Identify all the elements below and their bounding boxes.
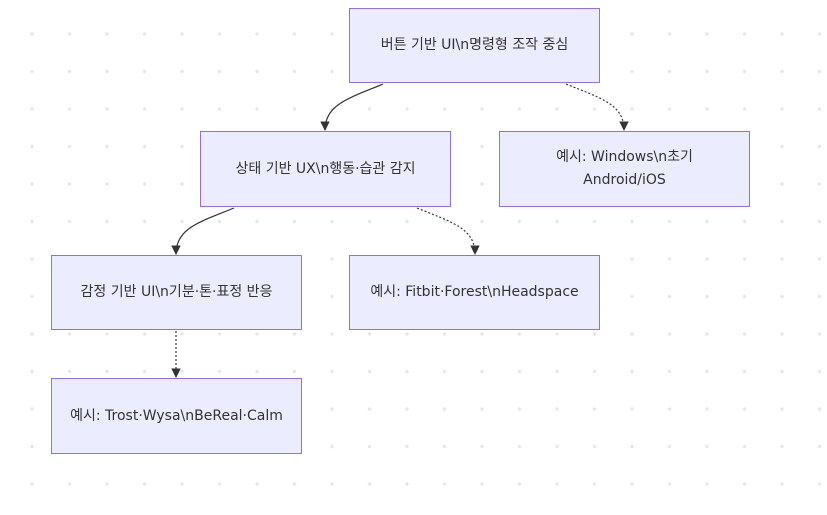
node-label: 예시: Fitbit·Forest\nHeadspace [370, 284, 579, 300]
node-emotion-based-ui[interactable]: 감정 기반 UI\n기분·톤·표정 반응 [51, 255, 302, 330]
node-example-fitbit-forest-headspace[interactable]: 예시: Fitbit·Forest\nHeadspace [349, 255, 600, 330]
node-label: 버튼 기반 UI\n명령형 조작 중심 [380, 37, 569, 53]
node-example-windows-android-ios[interactable]: 예시: Windows\n초기 Android/iOS [499, 131, 750, 207]
edge-n2-n5 [416, 207, 480, 255]
node-label: 감정 기반 UI\n기분·톤·표정 반응 [80, 284, 273, 300]
node-example-trost-wysa-bereal-calm[interactable]: 예시: Trost·Wysa\nBeReal·Calm [51, 378, 302, 454]
node-label: 상태 기반 UX\n행동·습관 감지 [235, 160, 416, 177]
edge-n1-n2 [320, 83, 384, 131]
node-state-based-ux[interactable]: 상태 기반 UX\n행동·습관 감지 [200, 131, 451, 207]
node-label: 예시: Trost·Wysa\nBeReal·Calm [70, 407, 283, 424]
node-button-based-ui[interactable]: 버튼 기반 UI\n명령형 조작 중심 [349, 8, 600, 83]
edge-n2-n4 [171, 207, 235, 255]
edge-n1-n3 [565, 83, 629, 131]
node-label: 예시: Windows\n초기 Android/iOS [556, 149, 698, 188]
